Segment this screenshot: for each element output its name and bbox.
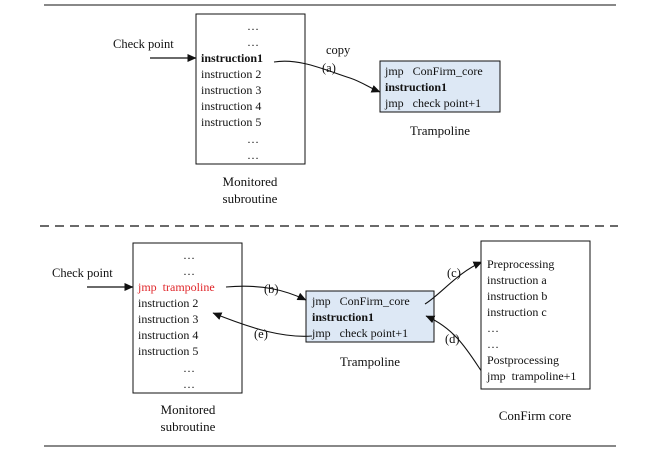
monitored-line: instruction 4	[138, 328, 198, 342]
step-d-label: (d)	[445, 332, 460, 346]
monitored-line: …	[247, 19, 259, 33]
trampoline-line: jmp ConFirm_core	[311, 294, 410, 308]
confirm-line: Preprocessing	[487, 257, 554, 271]
monitored-line: instruction 5	[201, 115, 261, 129]
arrow-b	[225, 285, 307, 301]
step-b-label: (b)	[264, 282, 279, 296]
bottom-section: Check point … … jmp trampoline instructi…	[52, 240, 591, 434]
step-c-label: (c)	[447, 266, 461, 280]
confirm-line: jmp trampoline+1	[486, 369, 576, 383]
monitored-line: instruction 3	[201, 83, 261, 97]
arrow-c	[424, 261, 483, 305]
step-e-label: (e)	[254, 327, 268, 341]
confirm-core-lines: Preprocessing instruction a instruction …	[486, 257, 576, 383]
top-section: Check point … … instruction1 instruction…	[113, 13, 501, 206]
checkpoint-label-bottom: Check point	[52, 266, 113, 280]
trampoline-line: jmp ConFirm_core	[384, 64, 483, 78]
monitored-line: …	[183, 377, 195, 391]
monitored-line: instruction 5	[138, 344, 198, 358]
trampoline-line: instruction1	[312, 310, 374, 324]
monitored-line: instruction 2	[201, 67, 261, 81]
confirm-line: Postprocessing	[487, 353, 559, 367]
monitored-line: instruction 3	[138, 312, 198, 326]
monitored-lines-bottom: … … jmp trampoline instruction 2 instruc…	[137, 248, 215, 391]
confirm-core-box	[480, 240, 591, 390]
confirm-line: instruction c	[487, 305, 547, 319]
trampoline-caption-top: Trampoline	[410, 123, 470, 138]
trampoline-line: jmp check point+1	[311, 326, 408, 340]
trampoline-line: jmp check point+1	[384, 96, 481, 110]
monitored-line: …	[183, 264, 195, 278]
monitored-line-jmp-trampoline: jmp trampoline	[137, 280, 215, 294]
trampoline-line: instruction1	[385, 80, 447, 94]
monitored-caption-top-1: Monitored	[223, 174, 278, 189]
monitored-line: …	[247, 148, 259, 162]
arrow-e	[212, 312, 313, 337]
trampoline-caption-bottom: Trampoline	[340, 354, 400, 369]
monitored-line: instruction 4	[201, 99, 261, 113]
monitored-line-checkpoint: instruction1	[201, 51, 263, 65]
monitored-line: …	[183, 361, 195, 375]
monitored-subroutine-box-top	[195, 13, 306, 165]
monitored-subroutine-box-bottom	[132, 242, 243, 394]
copy-label: copy	[326, 43, 351, 57]
trampoline-box-bottom	[305, 290, 435, 343]
confirm-line: …	[487, 321, 499, 335]
monitored-caption-bottom-1: Monitored	[161, 402, 216, 417]
monitored-lines-top: … … instruction1 instruction 2 instructi…	[201, 19, 263, 162]
confirm-core-caption: ConFirm core	[499, 408, 572, 423]
monitored-caption-bottom-2: subroutine	[161, 419, 216, 434]
confirm-line: instruction b	[487, 289, 547, 303]
monitored-line: …	[247, 35, 259, 49]
monitored-line: …	[247, 132, 259, 146]
confirm-line: …	[487, 337, 499, 351]
monitored-line: …	[183, 248, 195, 262]
monitored-caption-top-2: subroutine	[223, 191, 278, 206]
trampoline-box-top	[379, 60, 501, 113]
confirm-line: instruction a	[487, 273, 547, 287]
arrow-d	[425, 315, 487, 379]
checkpoint-label-top: Check point	[113, 37, 174, 51]
copy-arrow	[273, 60, 381, 93]
monitored-line: instruction 2	[138, 296, 198, 310]
